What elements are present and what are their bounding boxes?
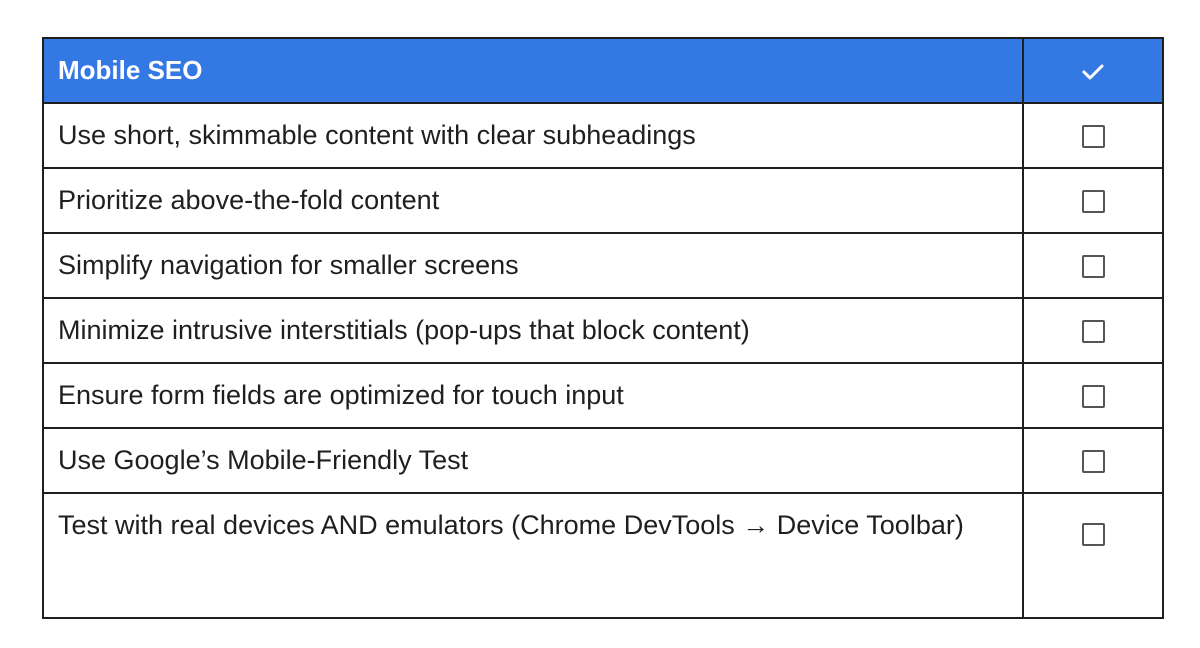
table-header-row: Mobile SEO: [42, 37, 1164, 104]
checklist-item-check-cell: [1022, 102, 1164, 169]
table-title: Mobile SEO: [42, 37, 1024, 104]
table-row: Use short, skimmable content with clear …: [42, 102, 1164, 169]
table-row: Prioritize above-the-fold content: [42, 167, 1164, 234]
checkmark-icon: [1082, 64, 1104, 80]
checklist-item-check-cell: [1022, 492, 1164, 619]
checklist-item-label: Test with real devices AND emulators (Ch…: [42, 492, 1024, 619]
checklist-item-label: Use Google’s Mobile-Friendly Test: [42, 427, 1024, 494]
checklist-item-label: Simplify navigation for smaller screens: [42, 232, 1024, 299]
table-row: Simplify navigation for smaller screens: [42, 232, 1164, 299]
checklist-item-check-cell: [1022, 297, 1164, 364]
checklist-item-label: Prioritize above-the-fold content: [42, 167, 1024, 234]
checklist-item-check-cell: [1022, 232, 1164, 299]
checkbox[interactable]: [1081, 190, 1105, 214]
checkbox[interactable]: [1081, 125, 1105, 149]
checklist-item-label: Use short, skimmable content with clear …: [42, 102, 1024, 169]
table-row: Test with real devices AND emulators (Ch…: [42, 492, 1164, 619]
checklist-item-check-cell: [1022, 167, 1164, 234]
table-row: Use Google’s Mobile-Friendly Test: [42, 427, 1164, 494]
checkbox[interactable]: [1081, 523, 1105, 547]
check-column-header: [1022, 37, 1164, 104]
checklist-item-check-cell: [1022, 427, 1164, 494]
mobile-seo-checklist-table: Mobile SEO Use short, skimmable content …: [42, 37, 1164, 619]
checkbox[interactable]: [1081, 385, 1105, 409]
checkbox[interactable]: [1081, 320, 1105, 344]
table-row: Ensure form fields are optimized for tou…: [42, 362, 1164, 429]
checklist-item-label: Ensure form fields are optimized for tou…: [42, 362, 1024, 429]
checklist-item-label: Minimize intrusive interstitials (pop-up…: [42, 297, 1024, 364]
checklist-container: Mobile SEO Use short, skimmable content …: [42, 37, 1164, 619]
checklist-item-check-cell: [1022, 362, 1164, 429]
table-row: Minimize intrusive interstitials (pop-up…: [42, 297, 1164, 364]
checkbox[interactable]: [1081, 450, 1105, 474]
checkbox[interactable]: [1081, 255, 1105, 279]
